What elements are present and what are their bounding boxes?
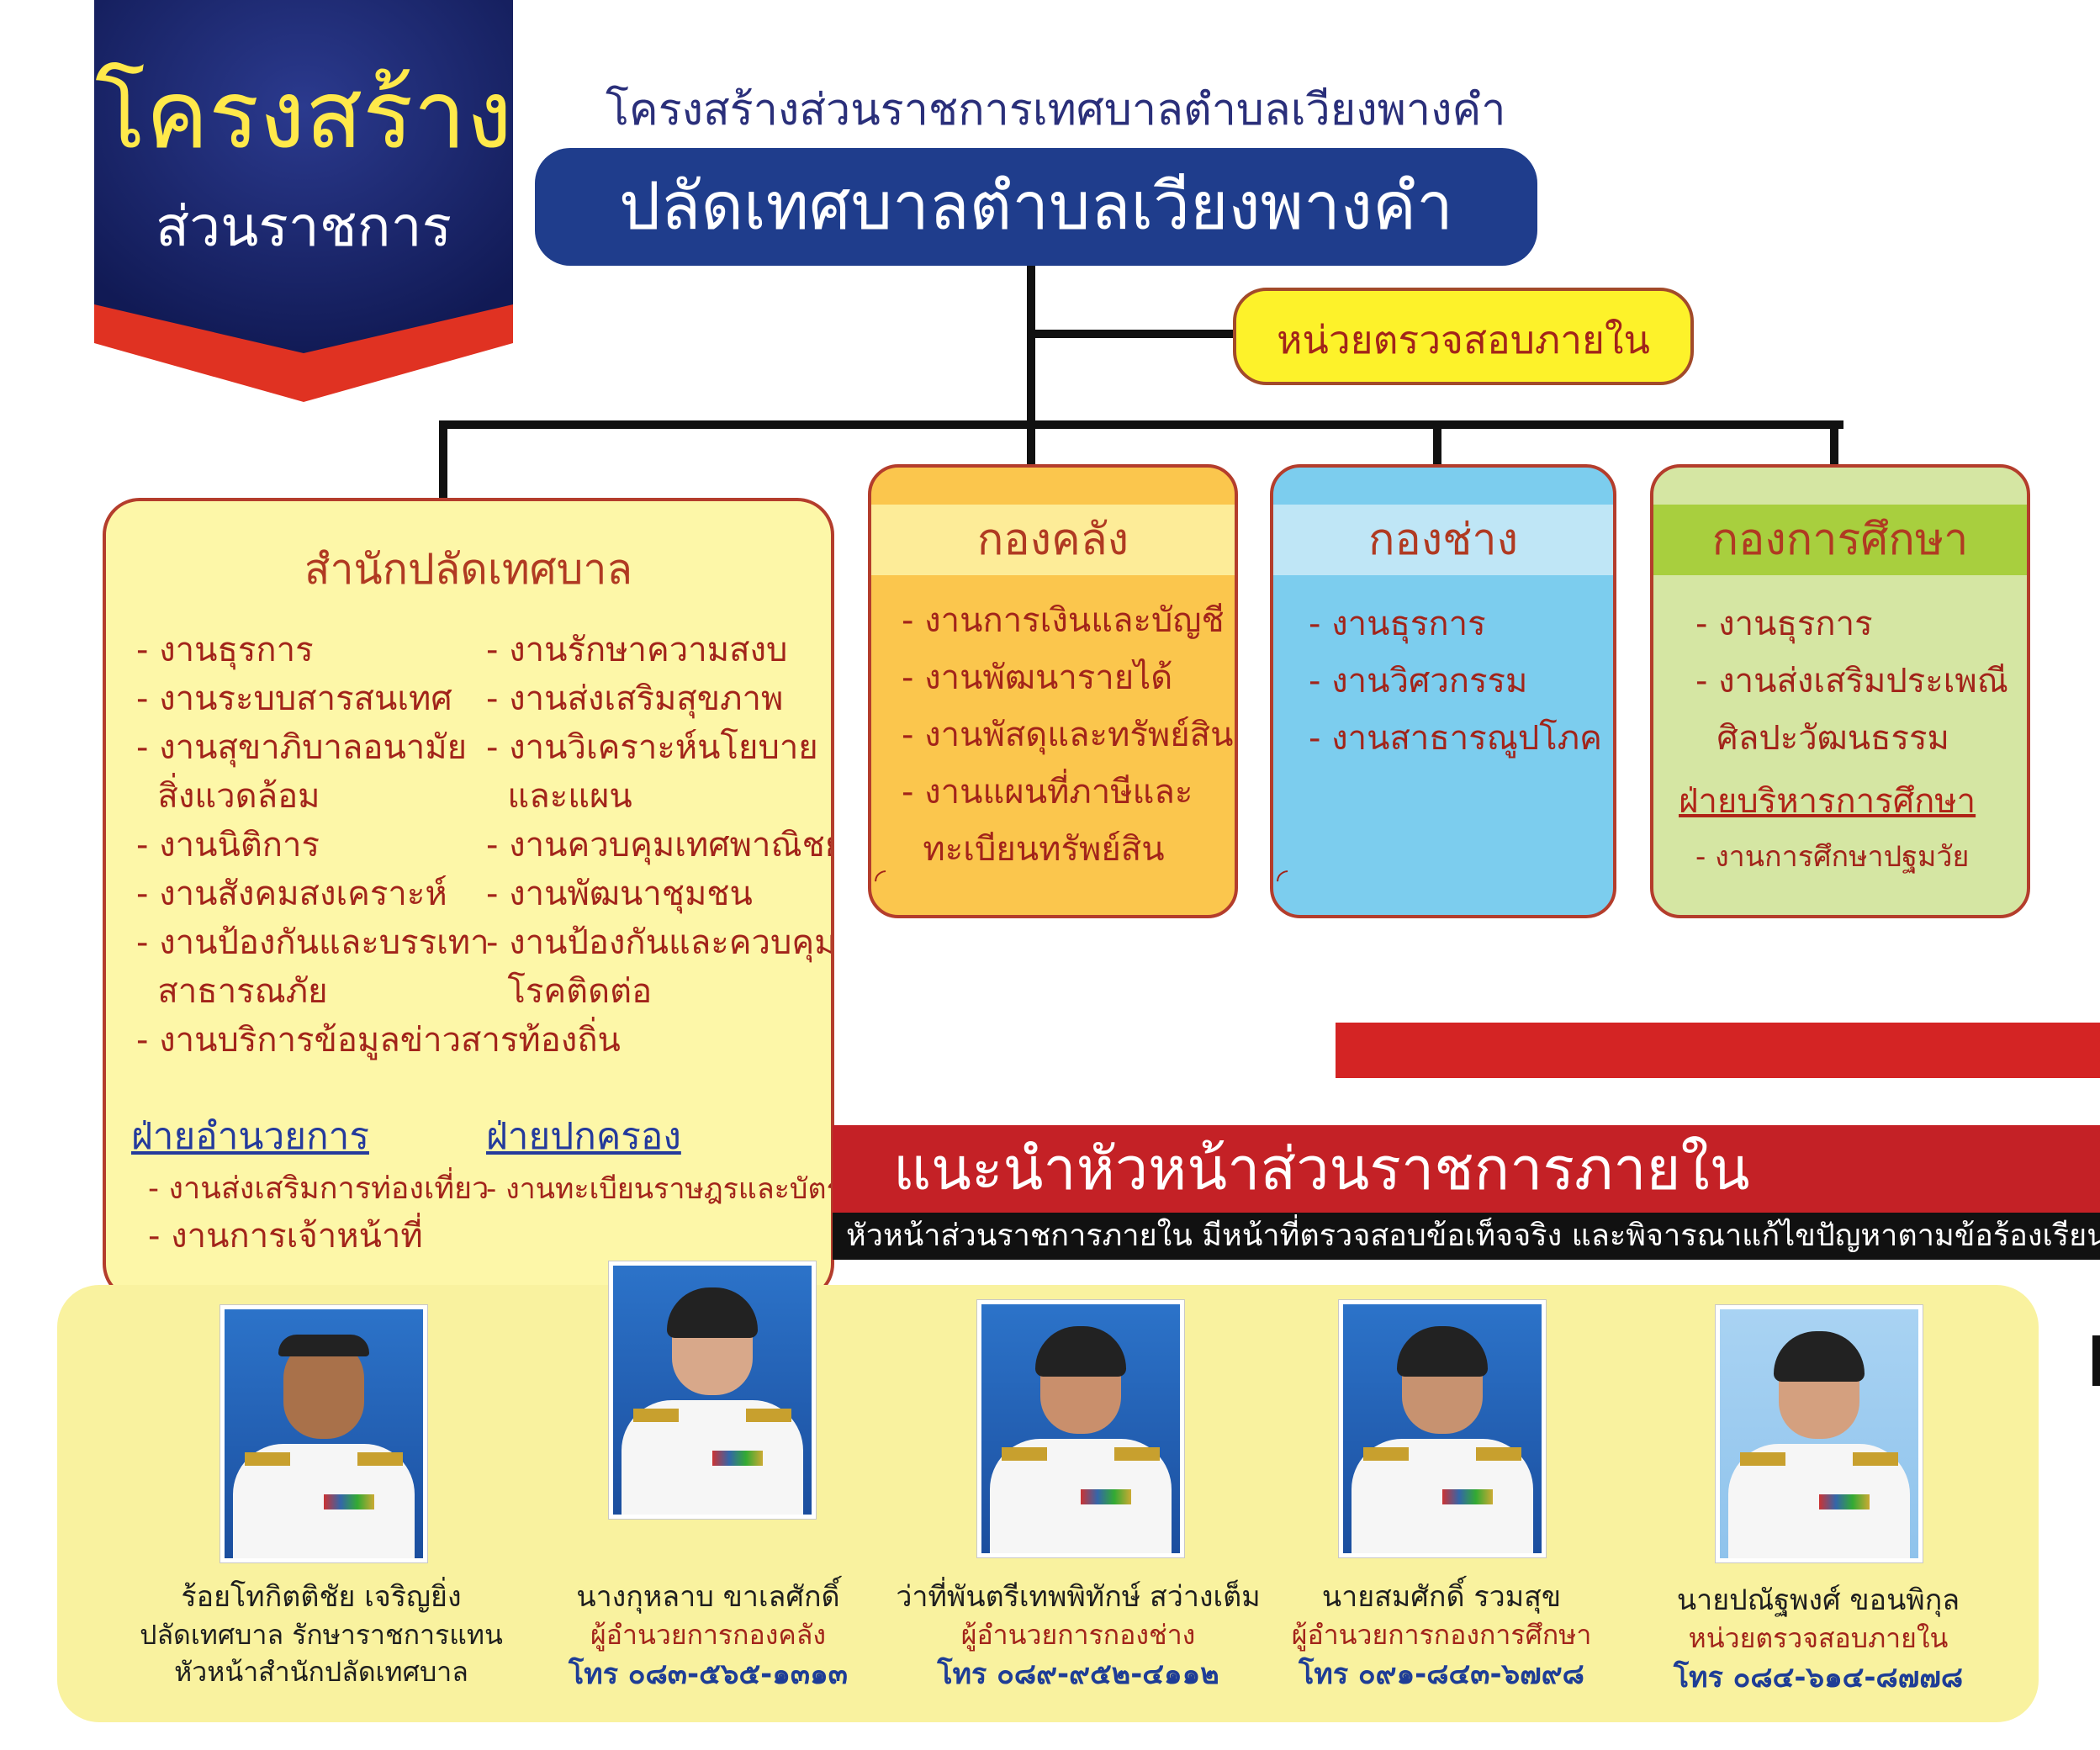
person-phone: โทร ๐๘๓-๕๖๕-๑๓๑๓ [569, 1657, 848, 1691]
list-item: - งานบริการข้อมูลข่าวสารท้องถิ่น [136, 1021, 621, 1060]
person-photo [609, 1261, 816, 1519]
list-item: - งานควบคุมเทศพาณิชย์ [486, 826, 834, 864]
person-card: ว่าที่พันตรีเทพพิทักษ์ สว่างเต็ม ผู้อำนว… [893, 1578, 1263, 1695]
person-card: นายสมศักดิ์ รวมสุข ผู้อำนวยการกองการศึกษ… [1256, 1578, 1627, 1695]
list-item: - งานการเจ้าหน้าที่ [148, 1217, 423, 1256]
person-photo [220, 1305, 427, 1562]
intro-title: แนะนำหัวหน้าส่วนราชการภายใน [893, 1134, 1750, 1203]
list-item: สาธารณภัย [136, 972, 328, 1011]
education-division-panel: กองการศึกษา - งานธุรการ - งานส่งเสริมประ… [1650, 464, 2030, 918]
banner-subtitle: ส่วนราชการ [155, 194, 452, 259]
list-item: - งานส่งเสริมประเพณี [1695, 662, 2008, 701]
list-item: - งานสาธารณูปโภค [1309, 719, 1602, 758]
intro-desc-bar [833, 1213, 2100, 1260]
list-item: สิ่งแวดล้อม [136, 777, 320, 816]
person-card: นายปณัฐพงศ์ ขอนพิกุล หน่วยตรวจสอบภายใน โ… [1633, 1581, 2003, 1699]
list-item: ทะเบียนทรัพย์สิน [902, 830, 1165, 869]
list-item: - งานแผนที่ภาษีและ [902, 773, 1193, 812]
list-item: - งานป้องกันและควบคุม [486, 923, 834, 962]
person-photo [977, 1300, 1184, 1557]
list-item: - งานพัสดุและทรัพย์สิน [902, 716, 1234, 754]
list-item: - งานระบบสารสนเทศ [136, 679, 452, 718]
list-item: - งานป้องกันและบรรเทา [136, 923, 489, 962]
person-name: นางกุหลาบ ขาเลศักดิ์ [576, 1580, 840, 1614]
office-panel: สำนักปลัดเทศบาล - งานธุรการ - งานระบบสาร… [103, 498, 834, 1301]
person-card: นางกุหลาบ ขาเลศักดิ์ ผู้อำนวยการกองคลัง … [523, 1578, 893, 1695]
finance-division-title: กองคลัง [871, 505, 1235, 575]
list-item: - งานพัฒนารายได้ [902, 658, 1173, 697]
edge-mark [2092, 1335, 2100, 1386]
engineering-division-title: กองช่าง [1273, 505, 1613, 575]
person-name: ว่าที่พันตรีเทพพิทักษ์ สว่างเต็ม [896, 1580, 1261, 1614]
finance-division-panel: กองคลัง - งานการเงินและบัญชี - งานพัฒนาร… [868, 464, 1238, 918]
connector-office [439, 420, 447, 500]
list-item: - งานทะเบียนราษฎรและบัตร [486, 1172, 834, 1206]
intro-title-bar [833, 1125, 2100, 1213]
list-item: - งานวิเคราะห์นโยบาย [486, 728, 818, 767]
corner-mark-icon: ◜ [1277, 863, 1288, 896]
office-title: สำนักปลัดเทศบาล [304, 545, 633, 594]
list-item: - งานพัฒนาชุมชน [486, 875, 753, 913]
list-item: - งานส่งเสริมการท่องเที่ยว [148, 1171, 489, 1206]
list-item: ศิลปะวัฒนธรรม [1695, 719, 1949, 758]
list-item: โรคติดต่อ [486, 972, 653, 1011]
banner-title: โครงสร้าง [94, 61, 512, 170]
list-item: - งานการเงินและบัญชี [902, 601, 1225, 640]
list-item: - งานธุรการ [1309, 605, 1486, 643]
decorative-red-bar [1336, 1023, 2100, 1078]
person-position: ผู้อำนวยการกองการศึกษา [1291, 1619, 1592, 1651]
person-photo [1339, 1300, 1546, 1557]
list-item: - งานสุขาภิบาลอนามัย [136, 728, 468, 767]
connector-audit [1031, 330, 1236, 338]
org-caption: โครงสร้างส่วนราชการเทศบาลตำบลเวียงพางคำ [606, 85, 1506, 135]
education-admin-link[interactable]: ฝ่ายบริหารการศึกษา [1679, 782, 1976, 821]
list-item: - งานธุรการ [136, 631, 314, 669]
audit-unit-box: หน่วยตรวจสอบภายใน [1233, 288, 1694, 385]
corner-mark-icon: ◜ [875, 863, 886, 896]
person-position: หน่วยตรวจสอบภายใน [1688, 1622, 1949, 1654]
person-name: ร้อยโทกิตติชัย เจริญยิ่ง [181, 1580, 462, 1614]
person-position: ผู้อำนวยการกองช่าง [960, 1619, 1196, 1651]
person-photo [1716, 1305, 1923, 1562]
list-item: - งานสังคมสงเคราะห์ [136, 875, 447, 913]
person-position-2: หัวหน้าสำนักปลัดเทศบาล [174, 1656, 468, 1688]
list-item: - งานส่งเสริมสุขภาพ [486, 679, 784, 718]
list-item: - งานวิศวกรรม [1309, 662, 1528, 701]
admin-section-link[interactable]: ฝ่ายอำนวยการ [131, 1115, 369, 1158]
education-division-title: กองการศึกษา [1653, 505, 2027, 575]
list-item: - งานธุรการ [1695, 605, 1873, 643]
banner-ribbon [94, 0, 513, 402]
connector-vertical-main [1027, 266, 1035, 464]
engineering-division-panel: กองช่าง - งานธุรการ - งานวิศวกรรม - งานส… [1270, 464, 1616, 918]
person-phone: โทร ๐๙๑-๘๔๓-๖๗๙๘ [1299, 1657, 1584, 1691]
person-name: นายสมศักดิ์ รวมสุข [1321, 1580, 1562, 1614]
connector-education [1830, 420, 1838, 466]
person-position: ผู้อำนวยการกองคลัง [590, 1619, 826, 1651]
person-position: ปลัดเทศบาล รักษาราชการแทน [140, 1619, 503, 1651]
person-card: ร้อยโทกิตติชัย เจริญยิ่ง ปลัดเทศบาล รักษ… [136, 1578, 506, 1690]
person-phone: โทร ๐๘๔-๖๑๔-๘๗๗๘ [1673, 1661, 1964, 1694]
person-name: นายปณัฐพงศ์ ขอนพิกุล [1676, 1583, 1960, 1617]
intro-description: หัวหน้าส่วนราชการภายใน มีหน้าที่ตรวจสอบข… [846, 1219, 2100, 1253]
person-phone: โทร ๐๘๙-๙๕๒-๔๑๑๒ [937, 1657, 1219, 1691]
list-item: และแผน [486, 777, 632, 816]
list-item: - งานรักษาความสงบ [486, 631, 788, 669]
list-item: - งานการศึกษาปฐมวัย [1695, 840, 1970, 874]
list-item: - งานนิติการ [136, 826, 320, 864]
governance-section-link[interactable]: ฝ่ายปกครอง [486, 1115, 681, 1158]
connector-engineering [1433, 420, 1441, 466]
head-box: ปลัดเทศบาลตำบลเวียงพางคำ [535, 148, 1537, 266]
connector-horizontal [439, 420, 1843, 429]
